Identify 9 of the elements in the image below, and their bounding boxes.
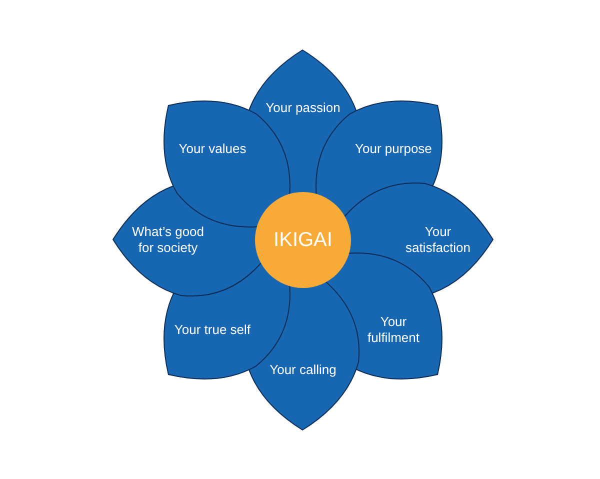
petal-label: Your satisfaction [404,224,472,256]
petal-label: Your passion [264,100,342,116]
petal-label: What’s good for society [130,224,206,256]
petal-label: Your values [178,141,248,158]
center-label: IKIGAI [274,228,332,252]
petal-label: Your purpose [354,141,433,158]
petal-label: Your true self [173,322,252,338]
petal-label: Your calling [268,362,338,378]
petal-label: Your fulfilment [366,314,420,346]
